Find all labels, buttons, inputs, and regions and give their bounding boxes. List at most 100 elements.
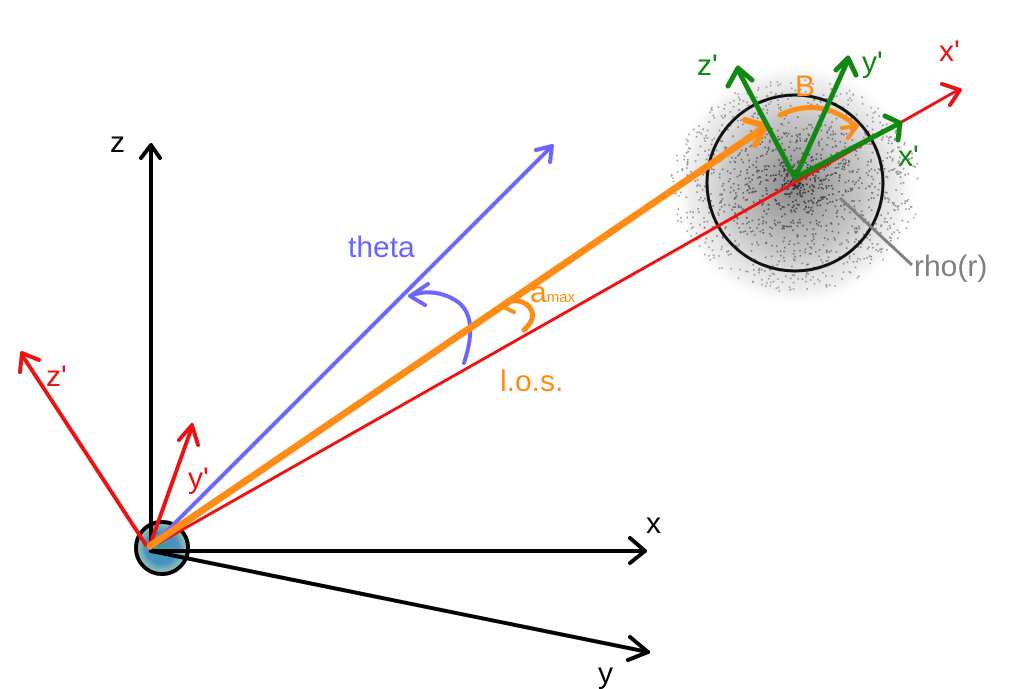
- cloud-speckle-dot: [805, 211, 808, 213]
- cloud-speckle-dot: [708, 212, 710, 214]
- cloud-speckle-dot: [793, 249, 796, 252]
- cloud-speckle-dot: [790, 155, 792, 158]
- cloud-speckle-dot: [722, 182, 725, 185]
- cloud-speckle-dot: [700, 133, 703, 135]
- cloud-speckle-dot: [879, 121, 881, 124]
- cloud-speckle-dot: [860, 210, 863, 213]
- cloud-speckle-dot: [862, 233, 865, 236]
- cloud-speckle-dot: [815, 158, 818, 160]
- cloud-speckle-dot: [793, 259, 796, 262]
- cloud-speckle-dot: [888, 139, 890, 142]
- cloud-speckle-dot: [762, 108, 765, 110]
- cloud-speckle-dot: [756, 169, 759, 172]
- cloud-speckle-dot: [711, 240, 714, 242]
- cloud-speckle-dot: [776, 81, 779, 83]
- cloud-speckle-dot: [731, 208, 733, 211]
- cloud-speckle-dot: [869, 233, 871, 236]
- cloud-speckle-dot: [731, 156, 733, 159]
- cloud-speckle-dot: [843, 218, 845, 221]
- cloud-speckle-dot: [869, 239, 871, 241]
- cloud-speckle-dot: [867, 199, 870, 201]
- cloud-speckle-dot: [802, 192, 804, 194]
- cloud-speckle-dot: [867, 160, 869, 163]
- cloud-speckle-dot: [768, 165, 770, 168]
- cloud-speckle-dot: [867, 185, 870, 187]
- cloud-speckle-dot: [776, 263, 779, 266]
- cloud-speckle-dot: [790, 191, 793, 194]
- cloud-speckle-dot: [809, 246, 811, 249]
- cloud-speckle-dot: [774, 198, 776, 201]
- cloud-speckle-dot: [894, 137, 896, 140]
- cloud-speckle-dot: [800, 195, 802, 198]
- cloud-speckle-dot: [851, 188, 853, 191]
- cloud-speckle-dot: [796, 225, 799, 227]
- cloud-speckle-dot: [876, 243, 879, 245]
- cloud-speckle-dot: [741, 123, 744, 126]
- cloud-speckle-dot: [908, 208, 911, 210]
- cloud-speckle-dot: [773, 165, 776, 167]
- cloud-speckle-dot: [690, 222, 692, 225]
- cloud-speckle-dot: [706, 129, 709, 132]
- cloud-speckle-dot: [769, 284, 772, 287]
- cloud-speckle-dot: [820, 179, 822, 181]
- cloud-speckle-dot: [751, 230, 754, 232]
- y-prime-origin-label: y': [188, 462, 209, 495]
- cloud-speckle-dot: [881, 138, 883, 141]
- cloud-speckle-dot: [813, 177, 816, 180]
- cloud-speckle-dot: [836, 209, 839, 212]
- cloud-speckle-dot: [802, 184, 804, 186]
- cloud-speckle-dot: [831, 187, 834, 190]
- cloud-speckle-dot: [888, 170, 890, 173]
- cloud-speckle-dot: [875, 249, 877, 251]
- cloud-speckle-dot: [802, 128, 805, 131]
- cloud-speckle-dot: [784, 164, 787, 167]
- cloud-speckle-dot: [711, 106, 713, 109]
- cloud-speckle-dot: [758, 218, 760, 221]
- cloud-speckle-dot: [769, 268, 771, 271]
- cloud-speckle-dot: [734, 202, 737, 205]
- cloud-speckle-dot: [823, 168, 825, 171]
- cloud-speckle-dot: [792, 229, 794, 231]
- cloud-speckle-dot: [811, 240, 813, 242]
- cloud-speckle-dot: [889, 227, 892, 229]
- cloud-speckle-dot: [819, 280, 821, 283]
- cloud-speckle-dot: [783, 227, 785, 230]
- cloud-speckle-dot: [892, 169, 894, 171]
- cloud-speckle-dot: [672, 177, 674, 180]
- cloud-speckle-dot: [672, 180, 675, 183]
- cloud-speckle-dot: [827, 259, 829, 262]
- cloud-speckle-dot: [725, 226, 727, 228]
- cloud-speckle-dot: [739, 98, 741, 101]
- cloud-speckle-dot: [797, 116, 799, 118]
- cloud-speckle-dot: [779, 109, 782, 111]
- cloud-speckle-dot: [797, 242, 800, 244]
- cloud-speckle-dot: [871, 116, 874, 119]
- cloud-speckle-dot: [729, 111, 732, 113]
- cloud-speckle-dot: [901, 193, 903, 195]
- cloud-speckle-dot: [734, 161, 737, 164]
- cloud-speckle-dot: [707, 154, 710, 156]
- cloud-speckle-dot: [745, 216, 748, 219]
- cloud-speckle-dot: [882, 124, 884, 127]
- cloud-speckle-dot: [729, 191, 732, 194]
- cloud-speckle-dot: [877, 168, 880, 170]
- cloud-speckle-dot: [864, 134, 867, 136]
- cloud-speckle-dot: [866, 237, 868, 239]
- cloud-speckle-dot: [811, 184, 813, 186]
- cloud-speckle-dot: [746, 270, 749, 273]
- cloud-speckle-dot: [868, 221, 870, 224]
- cloud-speckle-dot: [764, 256, 767, 259]
- cloud-speckle-dot: [826, 198, 828, 200]
- cloud-speckle-dot: [888, 224, 891, 227]
- cloud-speckle-dot: [848, 170, 851, 173]
- cloud-speckle-dot: [744, 183, 747, 186]
- cloud-speckle-dot: [783, 236, 786, 239]
- cloud-speckle-dot: [861, 96, 863, 99]
- cloud-speckle-dot: [764, 270, 766, 272]
- cloud-speckle-dot: [815, 251, 817, 253]
- cloud-speckle-dot: [841, 159, 844, 162]
- cloud-speckle-dot: [870, 159, 872, 161]
- cloud-speckle-dot: [791, 87, 793, 90]
- cloud-speckle-dot: [904, 202, 906, 204]
- cloud-speckle-dot: [740, 149, 743, 152]
